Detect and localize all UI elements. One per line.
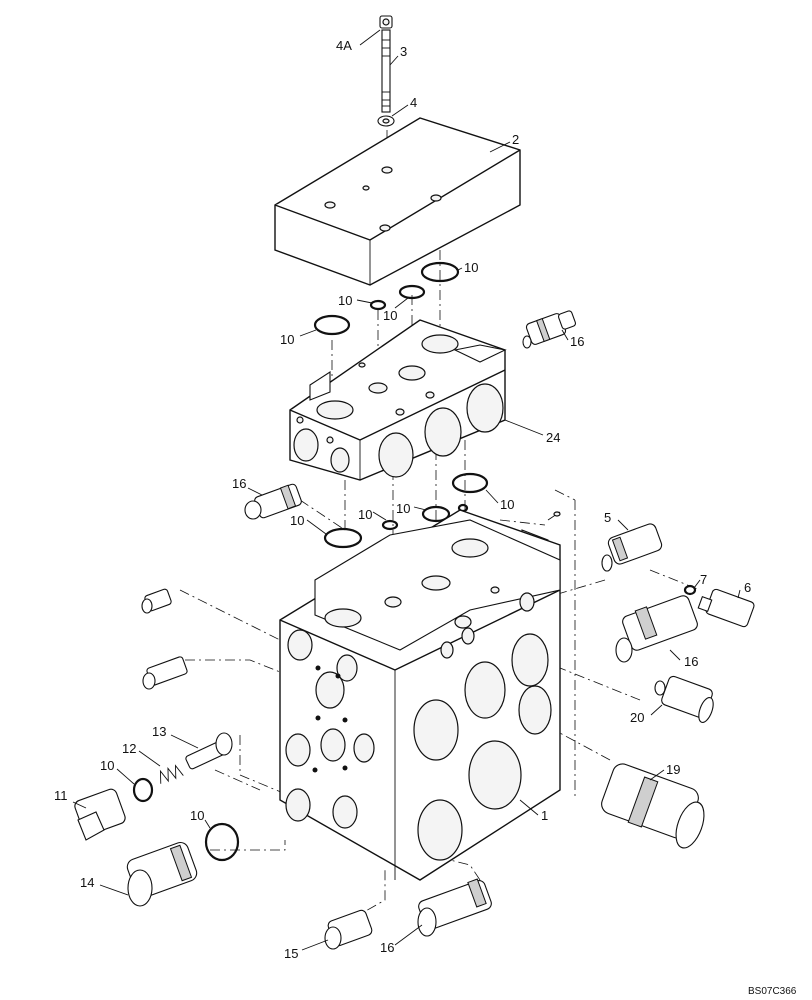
washer-4 xyxy=(377,115,395,127)
callout-14: 14 xyxy=(80,875,94,890)
o-rings-middle xyxy=(323,472,489,549)
o-rings-upper xyxy=(313,261,460,336)
callout-16-d: 16 xyxy=(380,940,394,955)
cartridge-16-bottom xyxy=(417,878,492,937)
relief-valve-19 xyxy=(601,763,705,849)
stud-3 xyxy=(381,29,391,113)
cartridge-5 xyxy=(601,523,663,572)
callout-20: 20 xyxy=(630,710,644,725)
callout-labels: 4A 3 4 2 10 10 10 10 16 24 16 10 10 10 1… xyxy=(54,38,797,997)
callout-11: 11 xyxy=(54,788,68,803)
callout-16-c: 16 xyxy=(684,654,698,669)
callout-10-d: 10 xyxy=(280,332,294,347)
spring-12 xyxy=(159,764,184,784)
callout-2: 2 xyxy=(512,132,519,147)
plug-fitting-upper-left xyxy=(141,588,172,614)
callout-15: 15 xyxy=(284,946,298,961)
leader-lines xyxy=(72,29,741,951)
o-ring-10-left-a xyxy=(132,777,154,803)
callout-10-f: 10 xyxy=(396,501,410,516)
callout-10-g: 10 xyxy=(500,497,514,512)
nut-4a xyxy=(379,15,393,29)
callout-1: 1 xyxy=(541,808,548,823)
plug-6 xyxy=(697,588,755,628)
callout-19: 19 xyxy=(666,762,680,777)
callout-3: 3 xyxy=(400,44,407,59)
valve-section-24 xyxy=(289,319,507,481)
callout-5: 5 xyxy=(604,510,611,525)
poppet-13 xyxy=(185,732,233,770)
callout-16-a: 16 xyxy=(570,334,584,349)
callout-13: 13 xyxy=(152,724,166,739)
cartridge-16-right xyxy=(615,595,698,663)
drawing-code: BS07C366 xyxy=(748,986,797,997)
callout-10-a: 10 xyxy=(464,260,478,275)
callout-10-i: 10 xyxy=(100,758,114,773)
plug-fitting-mid-left xyxy=(142,656,188,690)
cartridge-20 xyxy=(654,675,714,723)
o-ring-10-left-b xyxy=(204,822,240,862)
cartridge-16-left xyxy=(244,483,302,520)
main-valve-housing-1 xyxy=(279,509,561,881)
relief-valve-14 xyxy=(126,841,198,907)
callout-7: 7 xyxy=(700,572,707,587)
plug-15 xyxy=(324,909,373,950)
plug-11 xyxy=(74,788,126,841)
callout-6: 6 xyxy=(744,580,751,595)
callout-4: 4 xyxy=(410,95,417,110)
callout-10-e: 10 xyxy=(358,507,372,522)
callout-12: 12 xyxy=(122,741,136,756)
end-cover-plate-2 xyxy=(274,117,521,286)
callout-4a: 4A xyxy=(336,38,352,53)
cartridge-16-upper-right xyxy=(522,310,577,349)
callout-10-b: 10 xyxy=(338,293,352,308)
callout-10-j: 10 xyxy=(190,808,204,823)
callout-10-c: 10 xyxy=(383,308,397,323)
callout-16-b: 16 xyxy=(232,476,246,491)
callout-24: 24 xyxy=(546,430,560,445)
o-ring-7 xyxy=(683,584,697,596)
callout-10-h: 10 xyxy=(290,513,304,528)
